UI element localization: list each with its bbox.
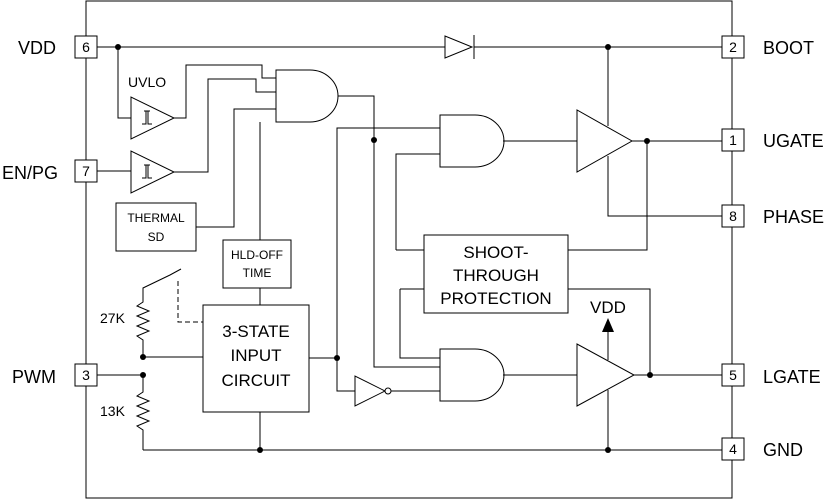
hold-off-time-block: HLD-OFF TIME xyxy=(222,239,292,305)
enable-and-gate xyxy=(174,64,440,240)
gnd-rail xyxy=(143,412,722,453)
resistor-27k-label: 27K xyxy=(100,310,126,326)
three-state-input-circuit: 3-STATE INPUT CIRCUIT xyxy=(202,304,310,413)
svg-text:SD: SD xyxy=(148,230,165,244)
svg-text:3-STATE: 3-STATE xyxy=(222,322,289,341)
upper-gate-driver xyxy=(576,47,722,217)
upper-and-gate xyxy=(395,114,577,250)
svg-text:THERMAL: THERMAL xyxy=(127,211,185,225)
svg-text:HLD-OFF: HLD-OFF xyxy=(231,248,283,262)
lower-gate-driver: VDD xyxy=(576,298,722,450)
svg-text:TIME: TIME xyxy=(243,266,272,280)
pin-phase: 8 PHASE xyxy=(721,204,824,228)
vdd-supply-arrow-icon xyxy=(602,318,614,332)
pwm-signal-routing xyxy=(309,96,440,392)
pin-gnd: 4 GND xyxy=(721,437,803,461)
pwm-inverter xyxy=(354,375,440,407)
svg-text:CIRCUIT: CIRCUIT xyxy=(222,371,291,390)
pin-label: PWM xyxy=(12,367,56,387)
thermal-shutdown-block: THERMAL SD xyxy=(115,202,197,252)
lower-and-gate xyxy=(399,289,577,402)
package-outline xyxy=(85,0,733,499)
pin-number: 8 xyxy=(729,208,737,224)
pin-number: 7 xyxy=(82,163,90,179)
pin-ugate: 1 UGATE xyxy=(721,128,824,152)
svg-text:SHOOT-: SHOOT- xyxy=(463,243,528,262)
pin-label: BOOT xyxy=(763,38,814,58)
pin-number: 2 xyxy=(729,39,737,55)
uvlo-label: UVLO xyxy=(128,74,166,90)
pin-label: LGATE xyxy=(763,367,821,387)
pin-label: EN/PG xyxy=(2,163,58,183)
shoot-through-protection-block: SHOOT- THROUGH PROTECTION xyxy=(396,141,651,375)
pin-number: 1 xyxy=(729,132,737,148)
pin-lgate: 5 LGATE xyxy=(721,363,821,387)
pin-label: VDD xyxy=(18,38,56,58)
svg-text:THROUGH: THROUGH xyxy=(453,266,539,285)
pin-number: 6 xyxy=(82,39,90,55)
pin-vdd: 6 VDD xyxy=(18,35,98,59)
svg-text:INPUT: INPUT xyxy=(231,346,282,365)
pin-boot: 2 BOOT xyxy=(721,35,814,59)
pin-number: 5 xyxy=(729,367,737,383)
uvlo-comparator: UVLO xyxy=(117,47,176,140)
pin-number: 4 xyxy=(729,441,737,457)
pin-label: PHASE xyxy=(763,207,824,227)
bootstrap-diode xyxy=(444,35,475,59)
svg-text:PROTECTION: PROTECTION xyxy=(440,289,551,308)
enable-comparator xyxy=(97,150,176,194)
vdd-rail xyxy=(97,44,722,50)
pin-pwm: 3 PWM xyxy=(12,363,98,387)
resistor-13k-label: 13K xyxy=(100,403,126,419)
pin-label: UGATE xyxy=(763,131,824,151)
pwm-input-network: 27K 13K xyxy=(97,268,203,450)
pin-en-pg: 7 EN/PG xyxy=(2,159,98,183)
pin-label: GND xyxy=(763,440,803,460)
pin-number: 3 xyxy=(82,367,90,383)
lgate-vdd-label: VDD xyxy=(590,298,626,317)
